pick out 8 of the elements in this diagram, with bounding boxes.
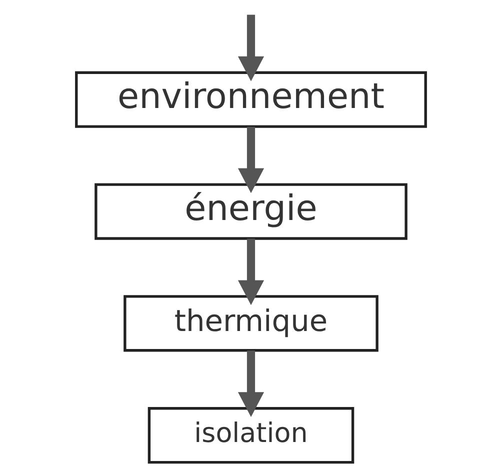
node-box: environnement	[75, 71, 427, 128]
node-box: isolation	[148, 407, 354, 464]
arrow	[238, 126, 264, 194]
node-box: thermique	[124, 295, 378, 352]
arrow	[238, 238, 264, 306]
arrow	[238, 14, 264, 82]
arrow	[238, 350, 264, 417]
node-box: énergie	[94, 183, 408, 240]
